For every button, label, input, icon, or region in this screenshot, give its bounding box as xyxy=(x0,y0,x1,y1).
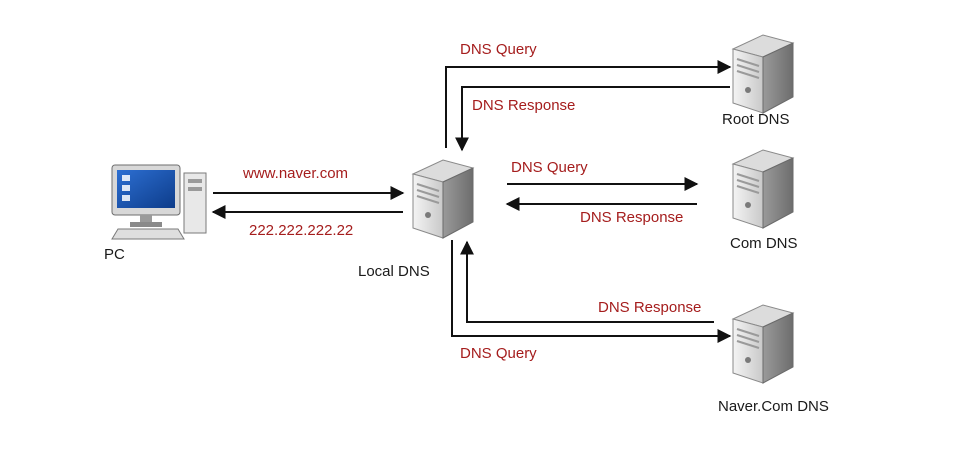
pc-response-label: 222.222.222.22 xyxy=(249,222,354,239)
naver-response-label: DNS Response xyxy=(598,299,702,316)
root-query-label: DNS Query xyxy=(460,41,537,58)
naver-dns-server-icon xyxy=(732,304,794,384)
com-query-label: DNS Query xyxy=(511,159,588,176)
com-dns-server-icon xyxy=(732,149,794,229)
pc-label: PC xyxy=(104,246,125,263)
com-dns-label: Com DNS xyxy=(730,235,798,252)
root-response-label: DNS Response xyxy=(472,97,576,114)
root-dns-server-icon xyxy=(732,34,794,114)
naver-dns-label: Naver.Com DNS xyxy=(718,398,829,415)
root-dns-label: Root DNS xyxy=(722,111,790,128)
root-query-arrow xyxy=(445,60,732,148)
local-dns-label: Local DNS xyxy=(358,263,430,280)
pc-icon xyxy=(111,164,207,240)
naver-query-arrow xyxy=(451,240,732,343)
naver-response-arrow xyxy=(460,240,714,323)
local-dns-server-icon xyxy=(412,159,474,239)
root-response-arrow xyxy=(455,86,730,152)
com-response-label: DNS Response xyxy=(580,209,684,226)
naver-query-label: DNS Query xyxy=(460,345,537,362)
pc-request-label: www.naver.com xyxy=(243,165,349,182)
